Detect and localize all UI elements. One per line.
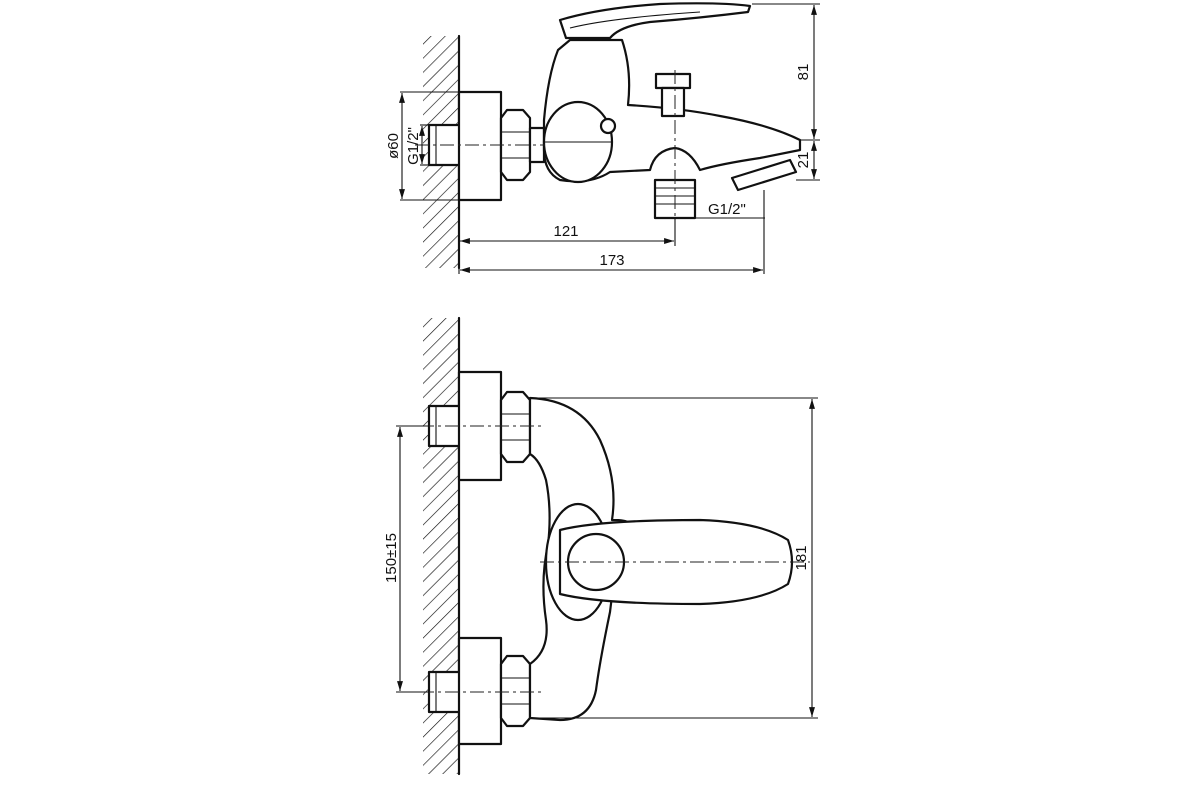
dim-diameter: ø60 (385, 133, 402, 159)
front-view: 150±15 181 (383, 316, 818, 776)
dim-inlet-thread: G1/2" (405, 127, 422, 165)
dim-reach-outlet: 121 (553, 223, 578, 240)
escutcheon-lower (457, 636, 503, 746)
dim-center-distance: 150±15 (383, 533, 400, 583)
escutcheon (457, 90, 503, 202)
dim-total-reach: 173 (599, 252, 624, 269)
lever-handle (558, 2, 752, 40)
dim-outlet-thread: G1/2" (708, 201, 746, 218)
dim-width: 181 (793, 545, 810, 570)
dim-spout-height: 21 (795, 152, 812, 169)
spout-outlet (730, 158, 798, 192)
hex-nut-upper (499, 390, 532, 464)
hex-nut-lower (499, 654, 532, 728)
dim-height: 81 (795, 64, 812, 81)
side-view: ø60 G1/2" G1/2" 121 173 81 21 (385, 2, 820, 274)
diverter-knob (654, 72, 692, 90)
